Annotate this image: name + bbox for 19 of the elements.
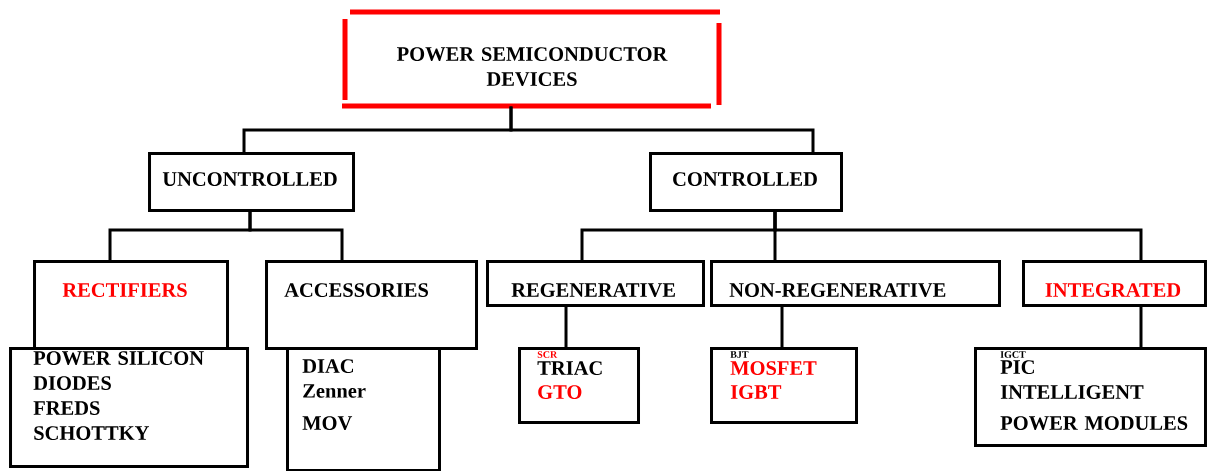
category-box: UNCONTROLLED [148, 152, 355, 212]
category-box: BJT MOSFET IGBT [710, 347, 858, 424]
connector-line [248, 212, 344, 260]
connector-line [509, 106, 815, 152]
category-box: IGCT PIC INTELLIGENT POWER MODULES [974, 347, 1207, 447]
connector-line [564, 307, 568, 347]
connector-line [780, 307, 784, 347]
root-box: POWER SEMICONDUCTOR DEVICES [339, 9, 723, 109]
category-box: POWER SILICON DIODES FREDS SCHOTTKY [9, 347, 249, 468]
category-box: INTEGRATED [1022, 260, 1207, 307]
category-box: REGENERATIVE [486, 260, 705, 307]
category-box: SCR TRIAC GTO [518, 347, 640, 424]
category-box: ACCESSORIES [265, 260, 478, 350]
category-box: NON-REGENERATIVE [710, 260, 1001, 307]
category-box: DIAC Zenner MOV [286, 347, 441, 471]
connector-line [773, 212, 1143, 260]
category-box: CONTROLLED [649, 152, 843, 212]
connector-line [1139, 307, 1143, 347]
category-box: RECTIFIERS [33, 260, 229, 350]
